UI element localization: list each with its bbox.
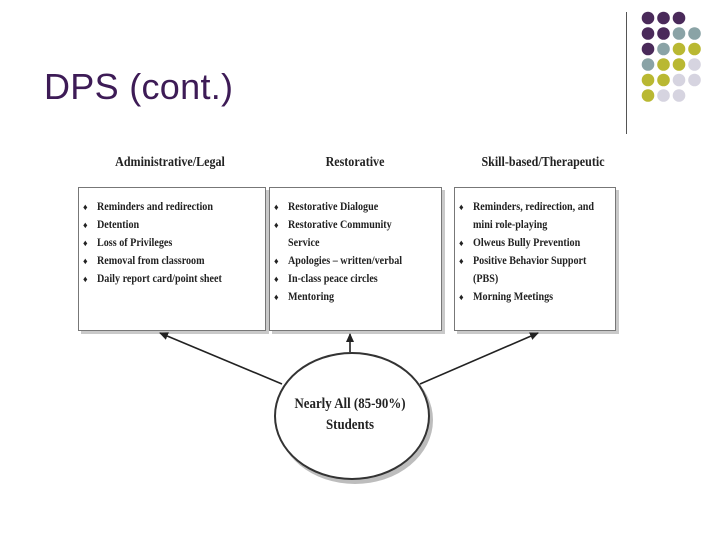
list-item: ♦Mentoring <box>274 291 335 303</box>
list-item: ♦Reminders, redirection, and mini role-p… <box>459 201 595 231</box>
decorative-dot <box>672 27 686 40</box>
decorative-dot <box>657 11 670 25</box>
title-divider-line <box>626 12 627 134</box>
decorative-dot <box>688 27 701 40</box>
decorative-dot <box>688 58 701 71</box>
center-line-1: Nearly All (85-90%) <box>294 396 406 412</box>
decorative-dot <box>672 73 686 87</box>
decorative-dot-grid <box>641 11 701 102</box>
list-item: ♦Reminders and redirection <box>83 201 214 213</box>
decorative-dot <box>657 27 670 40</box>
list-item: ♦Apologies – written/verbal <box>274 255 403 267</box>
slide-title: DPS (cont.) <box>44 66 234 107</box>
decorative-dot <box>657 42 670 56</box>
list-item: ♦Olweus Bully Prevention <box>459 237 581 249</box>
restorative-box: ♦Restorative Dialogue ♦Restorative Commu… <box>269 187 442 331</box>
decorative-dot <box>641 58 655 71</box>
decorative-dot <box>641 89 655 102</box>
center-oval <box>274 352 430 480</box>
arrow-to-skill-based <box>419 332 539 385</box>
decorative-dot <box>641 11 655 25</box>
list-item: ♦In-class peace circles <box>274 273 378 285</box>
decorative-dot <box>641 42 655 56</box>
center-oval-label: Nearly All (85-90%) Students <box>274 394 426 436</box>
column-heading-restorative: Restorative <box>325 155 385 170</box>
decorative-dot <box>688 73 701 87</box>
decorative-dot <box>672 89 686 102</box>
center-line-2: Students <box>325 417 375 433</box>
column-heading-administrative: Administrative/Legal <box>115 155 225 170</box>
decorative-dot <box>657 73 670 87</box>
column-heading-skill-based: Skill-based/Therapeutic <box>481 155 605 170</box>
decorative-dot <box>641 73 655 87</box>
decorative-dot <box>672 58 686 71</box>
list-item: ♦Positive Behavior Support (PBS) <box>459 255 587 285</box>
list-item: ♦Detention <box>83 219 140 231</box>
decorative-dot <box>657 89 670 102</box>
list-item: ♦Morning Meetings <box>459 291 554 303</box>
decorative-dot <box>672 11 686 25</box>
decorative-dot <box>641 27 655 40</box>
arrow-to-administrative <box>159 332 283 385</box>
decorative-dot <box>657 58 670 71</box>
skill-based-box: ♦Reminders, redirection, and mini role-p… <box>454 187 616 331</box>
list-item: ♦Removal from classroom <box>83 255 205 267</box>
list-item: ♦Restorative Dialogue <box>274 201 379 213</box>
decorative-dot <box>672 42 686 56</box>
administrative-box: ♦Reminders and redirection ♦Detention ♦L… <box>78 187 266 331</box>
decorative-dot <box>688 42 701 56</box>
list-item: ♦Daily report card/point sheet <box>83 273 222 285</box>
list-item: ♦Restorative Community Service <box>274 219 392 249</box>
list-item: ♦Loss of Privileges <box>83 237 173 249</box>
